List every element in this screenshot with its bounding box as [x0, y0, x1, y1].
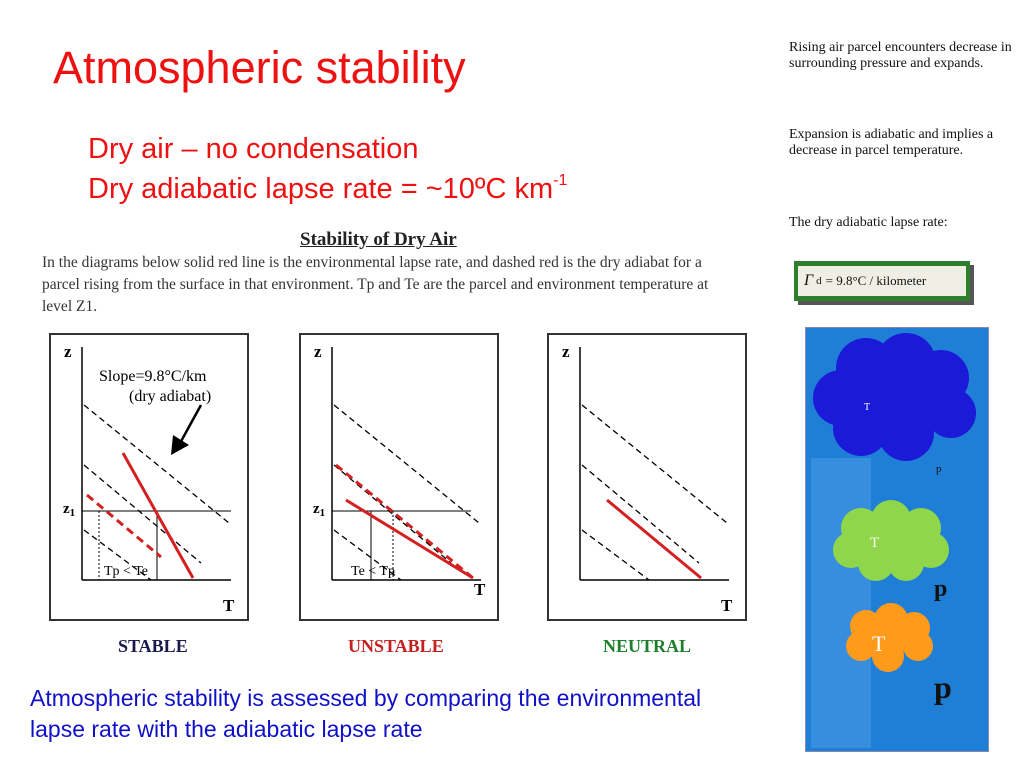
blue-cloud: [813, 333, 976, 461]
stable-parcel-adiabat: [86, 493, 162, 559]
stable-diagram: z T Slope=9.8°C/km (dry adiabat) z1 Tp <…: [63, 342, 235, 615]
subtitle-line-2: Dry adiabatic lapse rate = ~10ºC km-1: [88, 172, 568, 205]
diagram-header: Stability of Dry Air: [300, 229, 457, 250]
neutral-label: NEUTRAL: [603, 636, 691, 657]
unstable-adiabat-1: [333, 404, 480, 524]
lapse-rate-value: = 9.8°C / kilometer: [825, 273, 927, 288]
neutral-adiabat-2: [581, 464, 700, 564]
stable-panel: z T Slope=9.8°C/km (dry adiabat) z1 Tp <…: [49, 333, 249, 621]
stable-label-text: STABLE: [118, 636, 188, 656]
unstable-adiabat-3: [333, 529, 402, 581]
slope-sublabel: (dry adiabat): [129, 388, 211, 405]
side-note-3: The dry adiabatic lapse rate:: [789, 215, 948, 230]
slope-arrow-head: [171, 435, 189, 455]
stable-adiabat-3: [83, 529, 152, 581]
p3-label: p: [934, 669, 952, 705]
subtitle-line-1: Dry air – no condensation: [88, 133, 419, 165]
stable-z-label: z: [64, 342, 72, 361]
gamma-symbol: Γ: [804, 272, 814, 289]
stable-adiabat-1: [83, 404, 230, 524]
neutral-panel: z T: [547, 333, 747, 621]
stable-label: STABLE: [118, 636, 188, 657]
unstable-environment-line: [345, 498, 474, 580]
gamma-subscript: d: [816, 275, 822, 287]
unstable-panel: z T z1 Te < Tp: [299, 333, 499, 621]
unstable-diagram: z T z1 Te < Tp: [313, 342, 486, 599]
stable-t-label: T: [223, 596, 235, 615]
diagram-caption: In the diagrams below solid red line is …: [42, 254, 709, 315]
neutral-t-label: T: [721, 596, 733, 615]
conclusion-text: Atmospheric stability is assessed by com…: [30, 685, 702, 742]
unstable-label: UNSTABLE: [348, 636, 444, 657]
neutral-z-label: z: [562, 342, 570, 361]
cloud1-label: T: [864, 402, 870, 413]
subtitle-line-2-text: Dry adiabatic lapse rate = ~10ºC km: [88, 173, 554, 205]
cloud2-label: T: [870, 535, 879, 551]
slope-arrow-line: [177, 404, 203, 446]
stable-z1-label: z1: [63, 501, 75, 519]
cloud3-label: T: [872, 631, 886, 656]
p1-label: p: [936, 463, 942, 475]
unstable-z1-label: z1: [313, 501, 325, 519]
neutral-adiabat-3: [581, 529, 650, 581]
unstable-t-label: T: [474, 580, 486, 599]
slope-label: Slope=9.8°C/km: [99, 368, 207, 385]
cloud-svg: T p T p T p: [811, 333, 976, 748]
subtitle-superscript: -1: [553, 172, 568, 189]
orange-cloud: [846, 603, 933, 672]
side-note-2: Expansion is adiabatic and implies a dec…: [789, 127, 994, 158]
side-note-1: Rising air parcel encounters decrease in…: [789, 40, 1012, 71]
neutral-label-text: NEUTRAL: [603, 636, 692, 656]
unstable-label-text: UNSTABLE: [348, 636, 444, 656]
unstable-compare: Te < Tp: [351, 564, 395, 579]
rising-parcel-illustration: T p T p T p: [805, 327, 989, 752]
stable-environment-line: [121, 452, 195, 579]
unstable-adiabat-2: [333, 464, 452, 564]
unstable-parcel-adiabat: [335, 463, 474, 580]
neutral-environment-line: [606, 498, 702, 580]
neutral-diagram: z T: [562, 342, 733, 615]
unstable-z-label: z: [314, 342, 322, 361]
light-streak: [811, 458, 871, 748]
neutral-adiabat-1: [581, 404, 728, 524]
p2-label: p: [934, 576, 947, 602]
green-cloud: [833, 500, 949, 581]
stable-compare: Tp < Te: [104, 564, 148, 579]
stable-adiabat-2: [83, 464, 202, 564]
slide-title: Atmospheric stability: [53, 42, 466, 93]
